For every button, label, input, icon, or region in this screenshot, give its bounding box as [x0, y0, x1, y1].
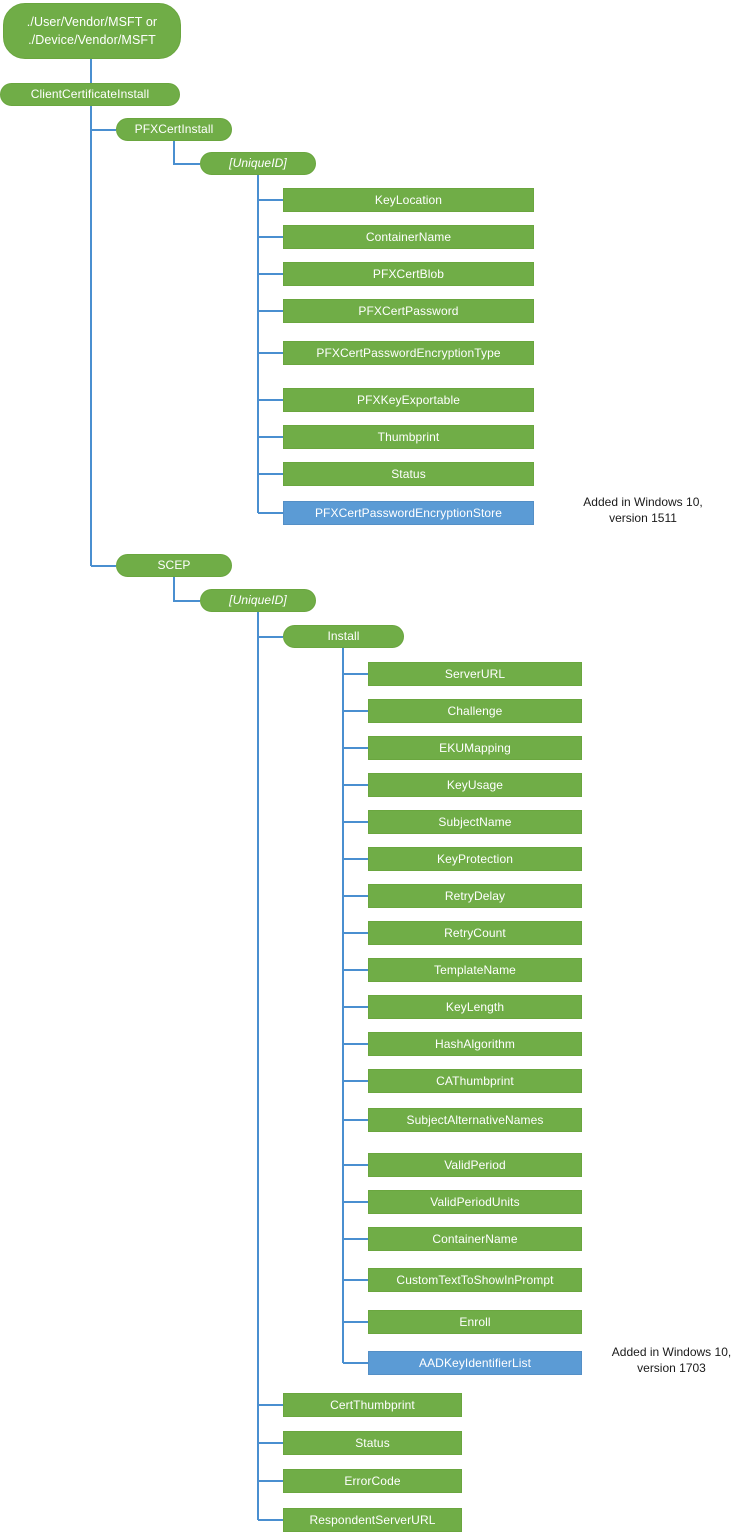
node-scep-install-keyprotection[interactable]: KeyProtection	[368, 847, 582, 871]
node-scep-install-containername[interactable]: ContainerName	[368, 1227, 582, 1251]
annotation-pfx-added-version: Added in Windows 10, version 1511	[583, 495, 703, 526]
node-scep-certthumbprint[interactable]: CertThumbprint	[283, 1393, 462, 1417]
node-pfx-cert-install[interactable]: PFXCertInstall	[116, 118, 232, 141]
node-client-certificate-install[interactable]: ClientCertificateInstall	[0, 83, 180, 106]
node-scep-install-templatename[interactable]: TemplateName	[368, 958, 582, 982]
node-scep-install-validperiod[interactable]: ValidPeriod	[368, 1153, 582, 1177]
node-pfx-containername[interactable]: ContainerName	[283, 225, 534, 249]
node-scep-install-challenge[interactable]: Challenge	[368, 699, 582, 723]
node-scep-install-hashalgorithm[interactable]: HashAlgorithm	[368, 1032, 582, 1056]
node-scep-respondentserverurl[interactable]: RespondentServerURL	[283, 1508, 462, 1532]
node-pfx-pfxkeyexportable[interactable]: PFXKeyExportable	[283, 388, 534, 412]
node-scep-install-ekumapping[interactable]: EKUMapping	[368, 736, 582, 760]
node-scep-install-retrycount[interactable]: RetryCount	[368, 921, 582, 945]
node-pfx-status[interactable]: Status	[283, 462, 534, 486]
node-scep-install-subjectname[interactable]: SubjectName	[368, 810, 582, 834]
node-scep-install-enroll[interactable]: Enroll	[368, 1310, 582, 1334]
node-scep-status[interactable]: Status	[283, 1431, 462, 1455]
node-scep-errorcode[interactable]: ErrorCode	[283, 1469, 462, 1493]
node-root-vendor-path[interactable]: ./User/Vendor/MSFT or ./Device/Vendor/MS…	[3, 3, 181, 59]
node-scep-install-customtexttoshowinprompt[interactable]: CustomTextToShowInPrompt	[368, 1268, 582, 1292]
annotation-scep-added-version: Added in Windows 10, version 1703	[611, 1345, 732, 1376]
node-install[interactable]: Install	[283, 625, 404, 648]
node-pfx-pfxcertblob[interactable]: PFXCertBlob	[283, 262, 534, 286]
node-scep-install-validperiodunits[interactable]: ValidPeriodUnits	[368, 1190, 582, 1214]
node-scep-install-serverurl[interactable]: ServerURL	[368, 662, 582, 686]
node-scep-install-keyusage[interactable]: KeyUsage	[368, 773, 582, 797]
node-pfx-unique-id[interactable]: [UniqueID]	[200, 152, 316, 175]
node-pfx-pfxcertpassword[interactable]: PFXCertPassword	[283, 299, 534, 323]
node-pfx-keylocation[interactable]: KeyLocation	[283, 188, 534, 212]
node-scep[interactable]: SCEP	[116, 554, 232, 577]
node-pfx-pfxcertpasswordencryptiontype[interactable]: PFXCertPasswordEncryptionType	[283, 341, 534, 365]
node-scep-install-aadkeyidentifierlist[interactable]: AADKeyIdentifierList	[368, 1351, 582, 1375]
node-pfx-pfxcertpasswordencryptionstore[interactable]: PFXCertPasswordEncryptionStore	[283, 501, 534, 525]
node-scep-install-keylength[interactable]: KeyLength	[368, 995, 582, 1019]
node-scep-unique-id[interactable]: [UniqueID]	[200, 589, 316, 612]
node-scep-install-cathumbprint[interactable]: CAThumbprint	[368, 1069, 582, 1093]
node-pfx-thumbprint[interactable]: Thumbprint	[283, 425, 534, 449]
node-scep-install-retrydelay[interactable]: RetryDelay	[368, 884, 582, 908]
node-scep-install-subjectalternativenames[interactable]: SubjectAlternativeNames	[368, 1108, 582, 1132]
